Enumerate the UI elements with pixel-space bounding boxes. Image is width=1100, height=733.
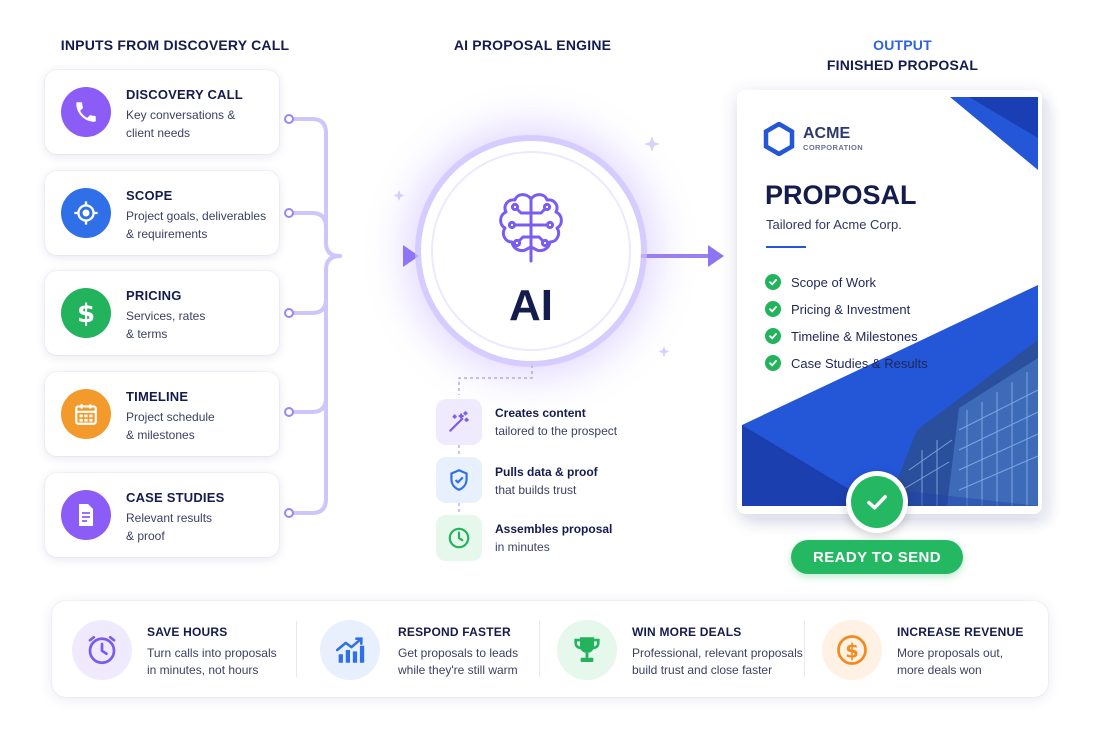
- brain-icon: [499, 193, 563, 263]
- acme-logo-icon: [763, 122, 795, 156]
- input-desc: Project schedule: [126, 410, 215, 424]
- step-desc: tailored to the prospect: [495, 424, 618, 438]
- divider: [804, 621, 805, 677]
- benefit-desc: More proposals out,: [897, 646, 1004, 660]
- input-card-timeline: TIMELINE Project schedule & milestones: [45, 372, 279, 456]
- output-subheader: FINISHED PROPOSAL: [826, 57, 979, 73]
- checklist-item: Scope of Work: [765, 274, 876, 290]
- input-desc: & proof: [126, 529, 165, 543]
- benefit-desc: Get proposals to leads: [398, 646, 519, 660]
- step-title: Pulls data & proof: [495, 465, 598, 479]
- benefit-desc: build trust and close faster: [632, 663, 773, 677]
- divider: [539, 621, 540, 677]
- benefit-desc: more deals won: [897, 663, 982, 677]
- ready-check-badge-icon: [846, 471, 908, 533]
- divider: [296, 621, 297, 677]
- checklist-item: Case Studies & Results: [765, 355, 928, 371]
- check-icon: [765, 355, 781, 371]
- check-icon: [765, 301, 781, 317]
- connector-dot: [284, 208, 294, 218]
- ready-to-send-button[interactable]: READY TO SEND: [791, 540, 963, 574]
- benefit-desc: while they're still warm: [398, 663, 518, 677]
- input-title: SCOPE: [126, 188, 173, 203]
- input-title: PRICING: [126, 288, 182, 303]
- proposal-subtitle: Tailored for Acme Corp.: [766, 217, 902, 232]
- bar-chart-icon: [320, 620, 380, 680]
- checklist-label: Timeline & Milestones: [791, 328, 918, 344]
- engine-header: AI PROPOSAL ENGINE: [453, 37, 612, 53]
- benefit-title: INCREASE REVENUE: [897, 625, 1024, 639]
- connector-dot: [284, 508, 294, 518]
- company-name: ACME: [803, 125, 851, 142]
- svg-text:$: $: [77, 299, 95, 328]
- check-icon: [765, 274, 781, 290]
- target-icon: [61, 188, 111, 238]
- input-card-scope: SCOPE Project goals, deliverables & requ…: [45, 171, 279, 255]
- input-desc: client needs: [126, 126, 191, 140]
- benefit-title: RESPOND FASTER: [398, 625, 511, 639]
- dollar-icon: $: [61, 288, 111, 338]
- doc-corner-graphic: [742, 97, 1039, 506]
- check-icon: [765, 328, 781, 344]
- input-title: DISCOVERY CALL: [126, 87, 243, 102]
- ai-label: AI: [509, 281, 553, 330]
- input-desc: & milestones: [126, 428, 195, 442]
- connector-dot: [284, 114, 294, 124]
- magic-wand-icon: [436, 399, 482, 445]
- benefits-bar: SAVE HOURS Turn calls into proposals in …: [52, 601, 1048, 697]
- input-desc: & requirements: [126, 227, 208, 241]
- benefit-title: WIN MORE DEALS: [632, 625, 742, 639]
- checklist-label: Pricing & Investment: [791, 301, 911, 317]
- svg-text:$: $: [845, 640, 859, 663]
- benefit-desc: in minutes, not hours: [147, 663, 259, 677]
- input-desc: & terms: [126, 327, 168, 341]
- step-title: Creates content: [495, 406, 586, 420]
- phone-icon: [61, 87, 111, 137]
- benefit-desc: Turn calls into proposals: [147, 646, 277, 660]
- checklist-item: Timeline & Milestones: [765, 328, 918, 344]
- clock-icon: [72, 620, 132, 680]
- input-desc: Project goals, deliverables: [126, 209, 267, 223]
- step-desc: in minutes: [495, 540, 550, 554]
- connector-dot: [284, 308, 294, 318]
- shield-check-icon: [436, 457, 482, 503]
- input-desc: Services, rates: [126, 309, 206, 323]
- step-title: Assembles proposal: [495, 522, 613, 536]
- proposal-document: ACME CORPORATION PROPOSAL Tailored for A…: [737, 90, 1042, 514]
- connector-dot: [284, 407, 294, 417]
- benefit-title: SAVE HOURS: [147, 625, 228, 639]
- document-icon: [61, 490, 111, 540]
- company-subname: CORPORATION: [803, 143, 864, 152]
- input-card-pricing: $ PRICING Services, rates & terms: [45, 271, 279, 355]
- ai-engine: AI: [421, 141, 641, 361]
- dollar-coin-icon: $: [822, 620, 882, 680]
- output-header: OUTPUT: [873, 37, 932, 53]
- title-underline: [766, 246, 806, 248]
- checklist-item: Pricing & Investment: [765, 301, 910, 317]
- input-card-case-studies: CASE STUDIES Relevant results & proof: [45, 473, 279, 557]
- input-title: CASE STUDIES: [126, 490, 225, 505]
- clock-icon: [436, 515, 482, 561]
- input-card-discovery-call: DISCOVERY CALL Key conversations & clien…: [45, 70, 279, 154]
- input-desc: Key conversations &: [126, 108, 236, 122]
- step-desc: that builds trust: [495, 483, 577, 497]
- calendar-icon: [61, 389, 111, 439]
- trophy-icon: [557, 620, 617, 680]
- input-desc: Relevant results: [126, 511, 213, 525]
- benefit-desc: Professional, relevant proposals: [632, 646, 803, 660]
- input-title: TIMELINE: [126, 389, 189, 404]
- inputs-header: INPUTS FROM DISCOVERY CALL: [60, 37, 290, 53]
- checklist-label: Case Studies & Results: [791, 355, 928, 371]
- proposal-title: PROPOSAL: [765, 180, 917, 210]
- checklist-label: Scope of Work: [791, 274, 877, 290]
